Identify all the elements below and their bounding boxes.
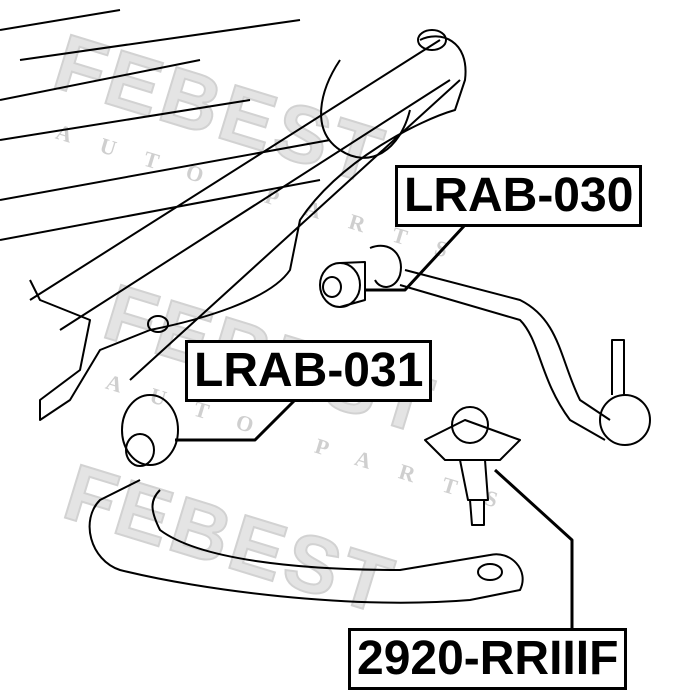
part-label-2920-rriiif[interactable]: 2920-RRIIIF xyxy=(348,628,628,690)
leader-lines xyxy=(175,223,574,628)
subframe xyxy=(0,19,467,421)
part-label-lrab-031[interactable]: LRAB-031 xyxy=(185,340,433,402)
ball-joint xyxy=(424,419,521,461)
lower-arm xyxy=(88,479,524,604)
part-label-lrab-030[interactable]: LRAB-030 xyxy=(395,165,643,227)
upper-arm xyxy=(399,269,611,441)
bushing-lrab-031 xyxy=(121,394,179,466)
